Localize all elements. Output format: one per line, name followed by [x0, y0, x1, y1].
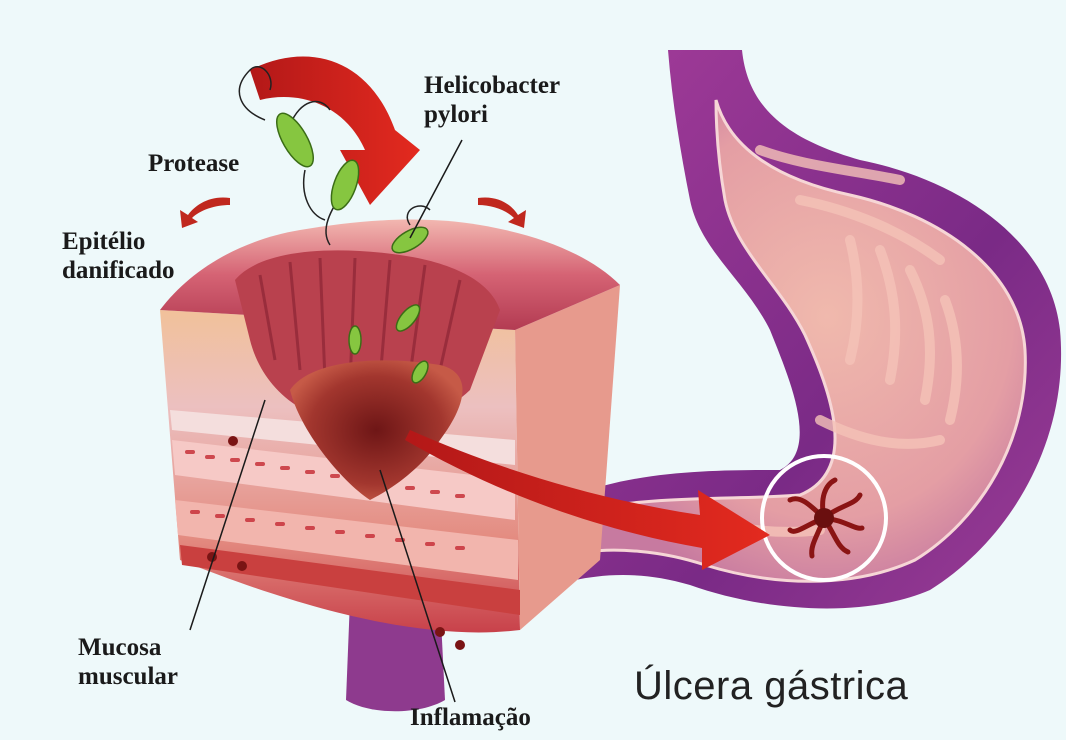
label-helicobacter: Helicobacter pylori	[424, 72, 560, 130]
label-protease: Protease	[148, 150, 239, 179]
label-mucosa-line2: muscular	[78, 663, 178, 692]
label-epitelio: Epitélio danificado	[62, 228, 175, 286]
label-epitelio-line2: danificado	[62, 257, 175, 286]
small-arrow-right	[478, 197, 526, 228]
label-mucosa-line1: Mucosa	[78, 634, 178, 663]
label-inflamacao: Inflamação	[410, 704, 531, 733]
diagram-title: Úlcera gástrica	[634, 664, 908, 709]
label-helicobacter-line2: pylori	[424, 101, 560, 130]
label-epitelio-line1: Epitélio	[62, 228, 175, 257]
label-mucosa: Mucosa muscular	[78, 634, 178, 692]
label-helicobacter-line1: Helicobacter	[424, 72, 560, 101]
tissue-block	[160, 220, 620, 650]
small-arrow-left	[180, 197, 230, 228]
